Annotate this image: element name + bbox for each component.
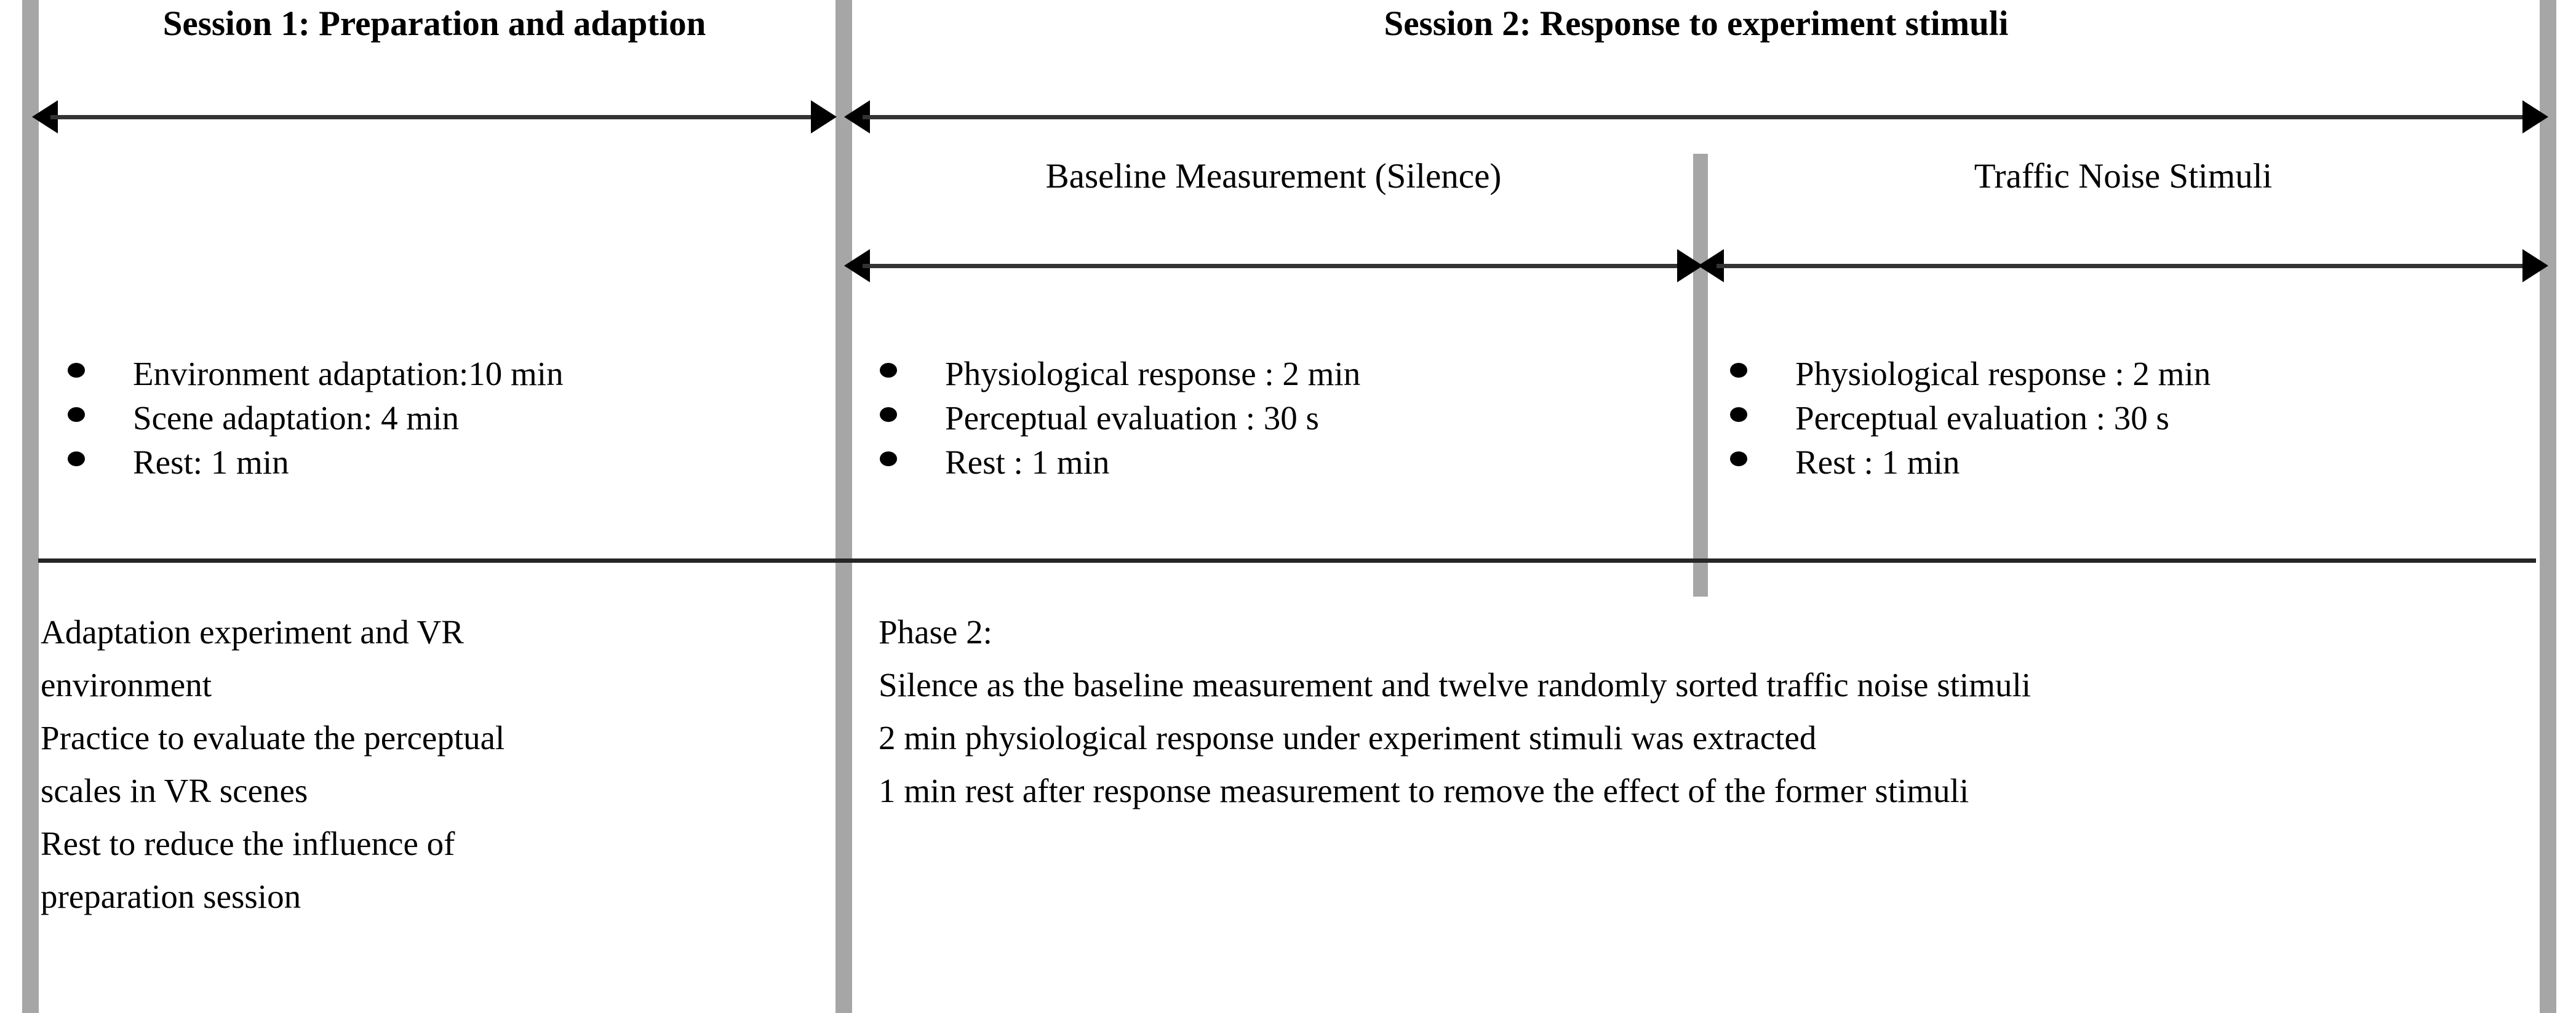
description-line: Practice to evaluate the perceptual (41, 719, 505, 757)
bullet-dot-icon (880, 451, 897, 466)
bullet-dot-icon (1730, 451, 1747, 466)
list-item-label: Physiological response : 2 min (945, 355, 1361, 392)
list-item-label: Perceptual evaluation : 30 s (945, 399, 1319, 437)
arrow-head-right-icon (811, 100, 837, 133)
vertical-rail-left (22, 0, 39, 1013)
list-item-label: Scene adaptation: 4 min (133, 399, 459, 437)
description-line: scales in VR scenes (41, 772, 308, 809)
arrow-shaft (50, 115, 818, 119)
list-item: Environment adaptation:10 min (68, 357, 564, 401)
list-item: Perceptual evaluation : 30 s (880, 401, 1360, 445)
baseline-bullet-list: Physiological response : 2 min Perceptua… (880, 357, 1360, 490)
description-line: 2 min physiological response under exper… (879, 719, 1817, 757)
baseline-measurement-subtitle: Baseline Measurement (Silence) (1045, 157, 1502, 196)
description-line: Silence as the baseline measurement and … (879, 666, 2032, 704)
list-item-label: Perceptual evaluation : 30 s (1795, 399, 2169, 437)
session-1-bullet-list: Environment adaptation:10 min Scene adap… (68, 357, 564, 490)
vertical-rail-baseline-traffic-divider (1693, 154, 1708, 597)
description-line: preparation session (41, 878, 301, 915)
description-line: Phase 2: (879, 613, 992, 651)
session-1-title: Session 1: Preparation and adaption (162, 4, 706, 43)
list-item-label: Physiological response : 2 min (1795, 355, 2211, 392)
bullet-dot-icon (68, 451, 85, 466)
list-item-label: Rest: 1 min (133, 443, 289, 481)
traffic-noise-stimuli-subtitle: Traffic Noise Stimuli (1974, 157, 2273, 196)
arrow-shaft (1717, 264, 2530, 268)
bullet-dot-icon (880, 407, 897, 422)
bullet-dot-icon (880, 363, 897, 378)
list-item-label: Rest : 1 min (1795, 443, 1960, 481)
bullet-dot-icon (1730, 363, 1747, 378)
arrow-shaft (863, 264, 1685, 268)
list-item-label: Rest : 1 min (945, 443, 1110, 481)
list-item-label: Environment adaptation:10 min (133, 355, 564, 392)
list-item: Physiological response : 2 min (880, 357, 1360, 401)
arrow-head-right-icon (2522, 249, 2548, 282)
list-item: Rest: 1 min (68, 445, 564, 490)
horizontal-divider (38, 558, 2536, 563)
list-item: Perceptual evaluation : 30 s (1730, 401, 2211, 445)
bullet-dot-icon (68, 363, 85, 378)
bullet-dot-icon (1730, 407, 1747, 422)
list-item: Physiological response : 2 min (1730, 357, 2211, 401)
arrow-shaft (863, 115, 2530, 119)
description-line: Adaptation experiment and VR (41, 613, 464, 651)
list-item: Scene adaptation: 4 min (68, 401, 564, 445)
arrow-head-right-icon (2522, 100, 2548, 133)
list-item: Rest : 1 min (1730, 445, 2211, 490)
traffic-noise-bullet-list: Physiological response : 2 min Perceptua… (1730, 357, 2211, 490)
description-line: Rest to reduce the influence of (41, 825, 455, 862)
bullet-dot-icon (68, 407, 85, 422)
vertical-rail-session-divider (835, 0, 852, 1013)
vertical-rail-right (2540, 0, 2556, 1013)
description-line: environment (41, 666, 212, 704)
session-2-description: Phase 2: Silence as the baseline measure… (879, 606, 2515, 817)
session-1-description: Adaptation experiment and VR environment… (41, 606, 797, 923)
session-2-title: Session 2: Response to experiment stimul… (1384, 4, 2009, 43)
description-line: 1 min rest after response measurement to… (879, 772, 1969, 809)
list-item: Rest : 1 min (880, 445, 1360, 490)
